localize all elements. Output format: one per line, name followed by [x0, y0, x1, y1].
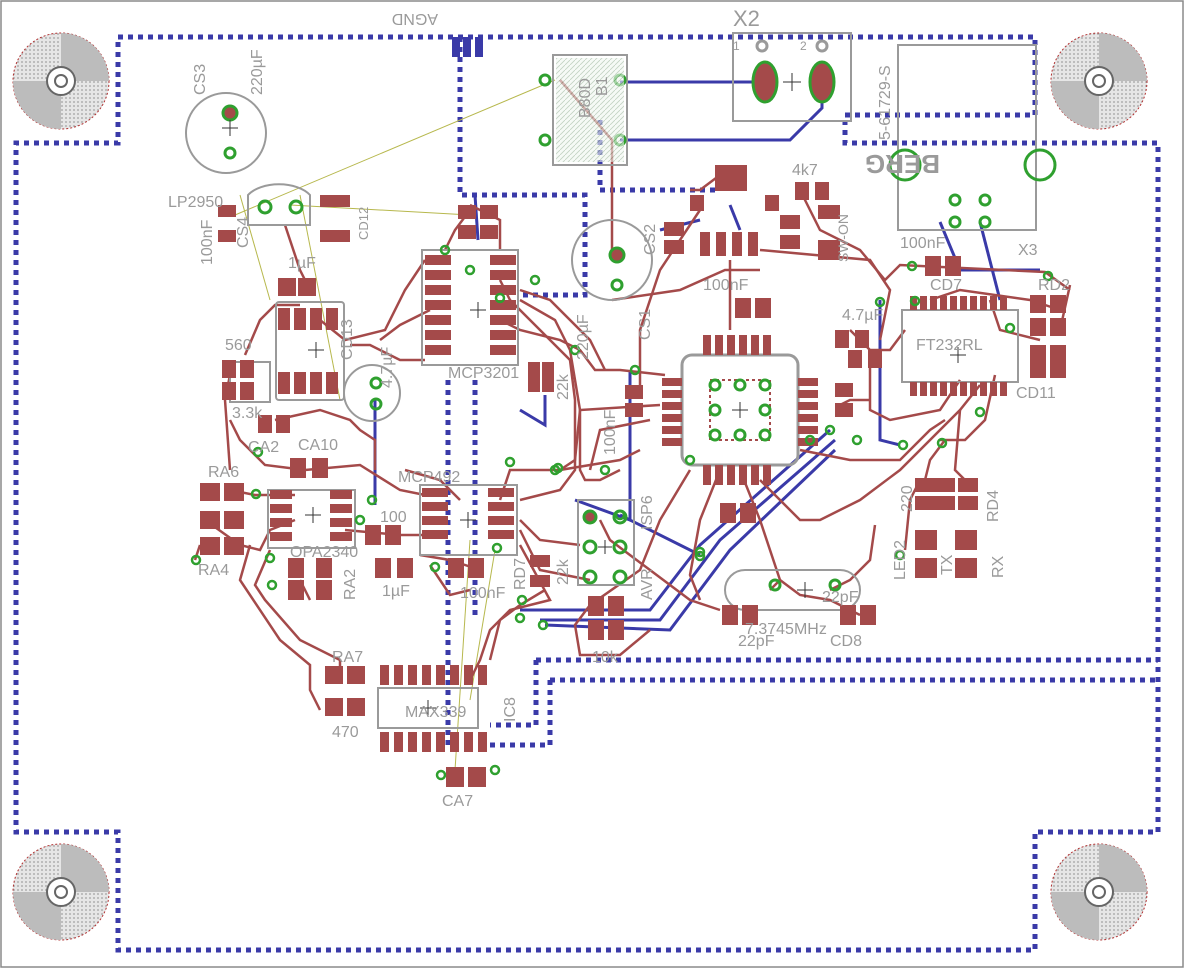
label-led2: LED2: [892, 540, 909, 580]
label-100: 100: [380, 509, 407, 526]
vias: [190, 244, 1054, 781]
label-cd12: CD12: [356, 207, 371, 240]
label-22pf-b: 22pF: [822, 589, 859, 606]
through-hole-pads: [221, 39, 1057, 592]
label-220: 220: [899, 485, 916, 512]
mounting-holes: [12, 32, 1148, 941]
smd-pads: [200, 37, 1066, 787]
label-x2-pin1: 1: [733, 39, 740, 53]
label-cs4-val: 100nF: [199, 219, 216, 265]
label-ra6: RA6: [208, 464, 239, 481]
label-1uf: 1µF: [288, 255, 316, 272]
component-origins: [222, 73, 966, 716]
ground-pour-outline: [13, 34, 1161, 953]
label-cd13: CD13: [339, 319, 356, 360]
label-ca10: CA10: [298, 437, 338, 454]
label-cd8: CD8: [830, 633, 862, 650]
label-4u7: 4.7µF: [379, 347, 396, 388]
label-22k-b: 22k: [555, 558, 572, 585]
label-rd2: RD2: [1038, 277, 1070, 294]
label-opa: OPA2340: [290, 544, 358, 561]
mounting-hole-bottom-left: [12, 843, 110, 941]
label-max: MAX339: [405, 704, 466, 721]
label-ra7: RA7: [332, 649, 363, 666]
label-ra4: RA4: [198, 562, 229, 579]
label-cs3-val: 220µF: [249, 49, 266, 95]
label-cs1: CS1: [637, 309, 654, 340]
label-avr: AVR: [639, 568, 656, 600]
label-cs2: CS2: [642, 224, 659, 255]
label-isp6: ISP6: [639, 495, 656, 530]
label-cs4: CS4: [235, 217, 252, 248]
label-22k: 22k: [555, 373, 572, 400]
label-cd11: CD11: [1016, 385, 1056, 402]
mounting-hole-bottom-right: [1050, 843, 1148, 941]
label-4u7b: 4.7µF: [842, 307, 883, 324]
label-cs1-val: 220µF: [575, 314, 592, 360]
label-x2-pin2: 2: [800, 39, 807, 53]
label-ic8: IC8: [502, 697, 519, 722]
label-conn-part: 5-61729-S: [877, 65, 894, 140]
label-xtal: 7.3745MHz: [745, 621, 827, 638]
label-mcp3201: MCP3201: [448, 365, 519, 382]
label-3k3: 3.3k: [232, 405, 263, 422]
label-4k7: 4k7: [792, 162, 818, 179]
label-ca7: CA7: [442, 793, 473, 810]
label-berg: BERG: [865, 149, 940, 179]
label-agnd: AGND: [392, 10, 438, 27]
label-100nf-b: 100nF: [703, 277, 749, 294]
label-560: 560: [225, 337, 252, 354]
label-x2: X2: [733, 6, 760, 31]
label-cs3: CS3: [192, 64, 209, 95]
mounting-hole-top-right: [1050, 32, 1148, 130]
label-cd7: CD7: [930, 277, 962, 294]
label-mcp492: MCP492: [398, 469, 460, 486]
label-ft232rl: FT232RL: [916, 337, 983, 354]
label-rd7: RD7: [512, 558, 529, 590]
label-100nf-d: 100nF: [460, 585, 506, 602]
label-rd4: RD4: [985, 490, 1002, 522]
label-100nf-a: 100nF: [602, 409, 619, 455]
label-tx: TX: [939, 554, 956, 575]
label-b1-val: B80D: [577, 78, 594, 118]
label-470: 470: [332, 724, 359, 741]
label-rx: RX: [990, 555, 1007, 578]
label-b1: B1: [594, 76, 611, 96]
label-1uf-b: 1µF: [382, 583, 410, 600]
label-x3: X3: [1018, 242, 1038, 259]
mounting-hole-top-left: [12, 32, 110, 130]
label-ca2: CA2: [248, 439, 279, 456]
label-sw-on: SW-ON: [835, 214, 851, 262]
rectifier-body: [556, 58, 624, 162]
label-ra2: RA2: [342, 569, 359, 600]
label-lp2950: LP2950: [168, 194, 223, 211]
label-22pf-a: 22pF: [738, 633, 775, 650]
label-10k: 10k: [592, 649, 619, 666]
silkscreen-labels: AGND X2 1 2 CS3 220µF B1 B80D 5-61729-S …: [168, 6, 1070, 810]
label-100nf-c: 100nF: [900, 235, 946, 252]
